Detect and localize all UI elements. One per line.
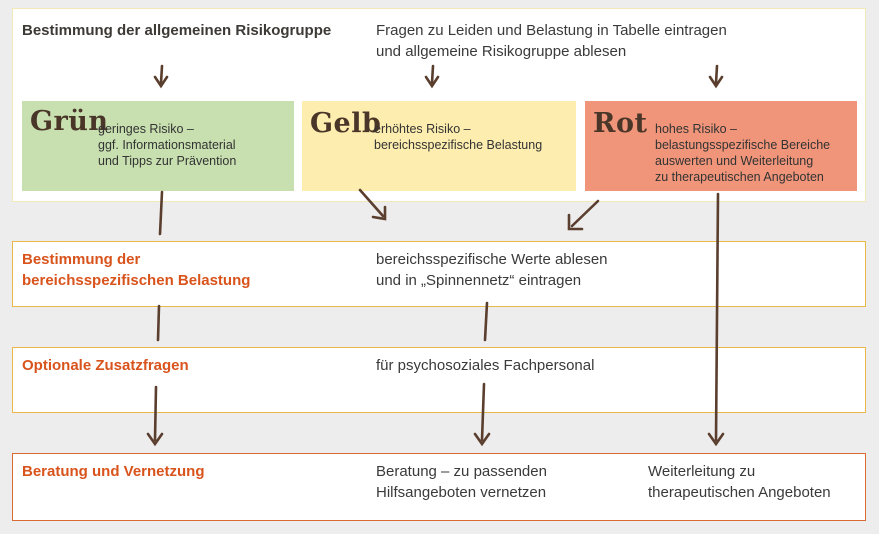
step-belastung-title-line-2: bereichsspezifischen Belastung — [22, 272, 251, 289]
risk-name-gelb: Gelb — [310, 108, 382, 139]
arrow-rot-to-weiterleitung — [707, 192, 725, 447]
step-belastung-title-line-1: Bestimmung der — [22, 251, 141, 268]
step-weiterleitung-text-line-2: therapeutischen Angeboten — [648, 484, 831, 501]
step-beratung-panel — [12, 453, 866, 521]
step-beratung-title: Beratung und Vernetzung — [22, 463, 205, 480]
step-belastung-text-line-2: und in „Spinnennetz“ eintragen — [376, 272, 582, 289]
header-title: Bestimmung der allgemeinen Risikogruppe — [22, 22, 332, 39]
risk-desc-rot-line-4: zu therapeutischen Angeboten — [655, 170, 824, 184]
risk-desc-rot: hohes Risiko – belastungsspezifische Ber… — [655, 121, 830, 185]
step-zusatzfragen-panel — [12, 347, 866, 413]
risk-desc-gruen-line-2: ggf. Informationsmaterial — [98, 138, 236, 152]
header-instruction-line-2: und allgemeine Risikogruppe ablesen — [376, 43, 627, 60]
risk-desc-gelb-line-1: erhöhtes Risiko – — [374, 122, 471, 136]
risk-desc-rot-line-3: auswerten und Weiterleitung — [655, 154, 814, 168]
arrow-zusatz-to-beratung-left — [146, 385, 164, 447]
risk-desc-gelb-line-2: bereichsspezifische Belastung — [374, 138, 543, 152]
arrow-header-to-gelb — [424, 64, 440, 89]
risk-desc-gruen: geringes Risiko – ggf. Informationsmater… — [98, 121, 236, 169]
risk-desc-gelb: erhöhtes Risiko – bereichsspezifische Be… — [374, 121, 542, 153]
step-beratung-text-line-1: Beratung – zu passenden — [376, 463, 547, 480]
risk-desc-rot-line-2: belastungsspezifische Bereiche — [655, 138, 831, 152]
step-belastung-text-line-1: bereichsspezifische Werte ablesen — [376, 251, 608, 268]
arrow-gelb-to-belastung — [358, 188, 387, 221]
arrow-header-to-gruen — [153, 64, 169, 89]
risk-box-rot: Rot hohes Risiko – belastungsspezifische… — [585, 101, 857, 191]
step-weiterleitung-text-line-1: Weiterleitung zu — [648, 463, 756, 480]
header-instruction-line-1: Fragen zu Leiden und Belastung in Tabell… — [376, 22, 727, 39]
step-belastung-panel — [12, 241, 866, 307]
line-belastung-middle — [483, 301, 489, 342]
risk-desc-gruen-line-3: und Tipps zur Prävention — [98, 154, 237, 168]
line-belastung-to-zusatz — [156, 304, 161, 342]
step-zusatzfragen-title: Optionale Zusatzfragen — [22, 357, 189, 374]
step-zusatzfragen-text: für psychosoziales Fachpersonal — [376, 357, 595, 374]
step-beratung-text-line-2: Hilfsangeboten vernetzen — [376, 484, 547, 501]
risk-box-gruen: Grün geringes Risiko – ggf. Informations… — [22, 101, 294, 191]
risk-desc-gruen-line-1: geringes Risiko – — [98, 122, 194, 136]
risk-name-rot: Rot — [593, 108, 648, 139]
arrow-rot-to-belastung — [567, 199, 600, 231]
arrow-zusatz-to-beratung-middle — [473, 382, 491, 447]
risk-box-gelb: Gelb erhöhtes Risiko – bereichsspezifisc… — [302, 101, 576, 191]
arrow-header-to-rot — [708, 64, 724, 89]
risk-desc-rot-line-1: hohes Risiko – — [655, 122, 737, 136]
risk-name-gruen: Grün — [30, 106, 109, 137]
line-gruen-to-belastung — [158, 190, 164, 236]
